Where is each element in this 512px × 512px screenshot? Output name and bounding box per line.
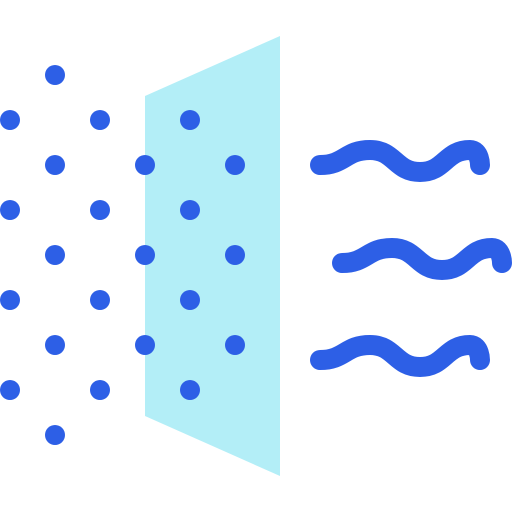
particle-dot: [90, 290, 110, 310]
particle-dot: [90, 380, 110, 400]
particle-dot: [135, 155, 155, 175]
air-wave: [310, 140, 490, 182]
particle-dot: [45, 335, 65, 355]
particle-dot: [45, 155, 65, 175]
air-waves-group: [310, 140, 512, 377]
particle-dot: [0, 380, 20, 400]
particle-dot: [0, 200, 20, 220]
particle-dot: [0, 290, 20, 310]
particle-dot: [45, 65, 65, 85]
air-wave: [332, 238, 512, 280]
particles-group: [0, 65, 245, 445]
particle-dot: [135, 245, 155, 265]
particle-dot: [90, 200, 110, 220]
filter-panel: [145, 36, 280, 476]
particle-dot: [225, 335, 245, 355]
particle-dot: [180, 110, 200, 130]
particle-dot: [225, 155, 245, 175]
particle-dot: [180, 290, 200, 310]
air-wave: [310, 335, 490, 377]
particle-dot: [45, 245, 65, 265]
particle-dot: [180, 200, 200, 220]
particle-dot: [0, 110, 20, 130]
particle-dot: [135, 335, 155, 355]
particle-dot: [45, 425, 65, 445]
particle-dot: [90, 110, 110, 130]
particle-dot: [225, 245, 245, 265]
particle-dot: [180, 380, 200, 400]
